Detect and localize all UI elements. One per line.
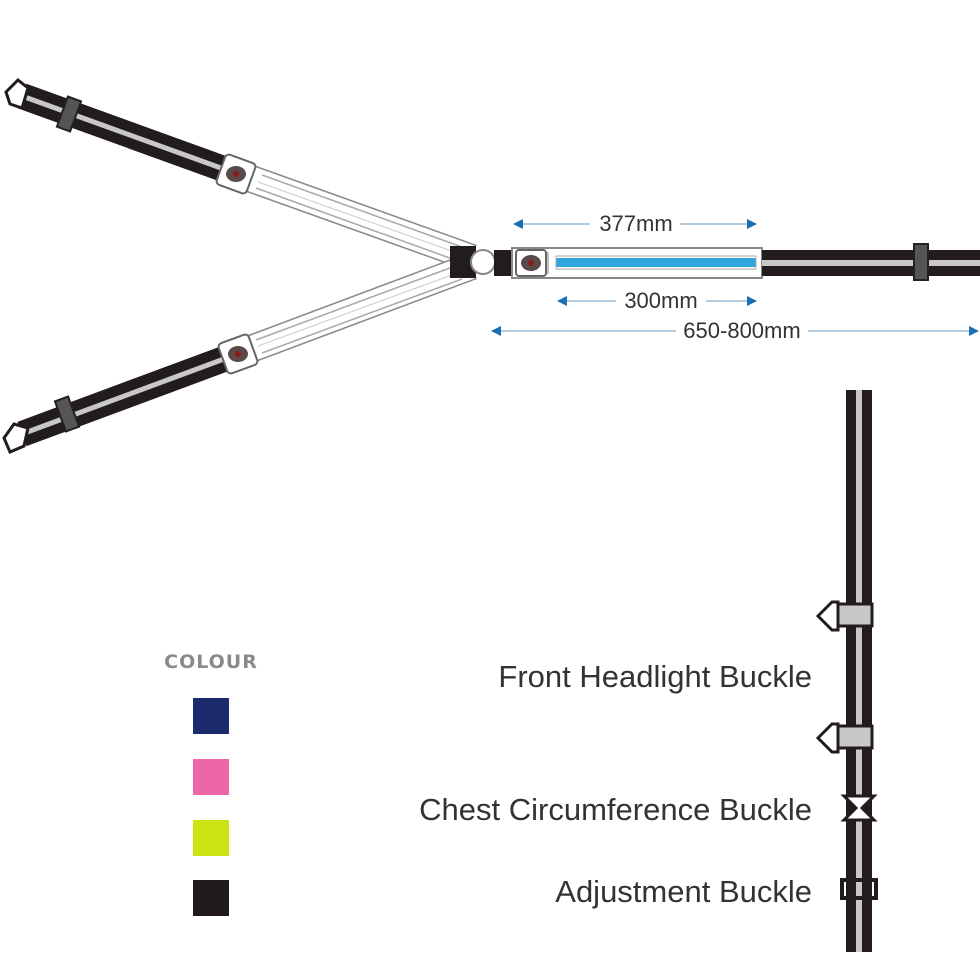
dimension-377-label: 377mm xyxy=(599,211,672,236)
upper-adjustment-slider xyxy=(55,95,83,133)
dimension-total: 650-800mm xyxy=(491,318,979,343)
upper-tip-buckle xyxy=(4,77,30,110)
main-strap xyxy=(494,247,980,279)
adjustment-buckle-label: Adjustment Buckle xyxy=(555,874,812,909)
upper-connector xyxy=(215,153,257,195)
colour-heading: COLOUR xyxy=(164,651,258,673)
dimension-300: 300mm xyxy=(557,288,757,313)
adjustment-buckle xyxy=(840,878,878,900)
colour-swatch-navy xyxy=(193,698,229,734)
colour-swatch-black xyxy=(193,880,229,916)
chest-circumference-buckle-label: Chest Circumference Buckle xyxy=(419,792,812,827)
dimension-total-label: 650-800mm xyxy=(683,318,800,343)
lower-tip-buckle xyxy=(2,422,30,454)
chest-circumference-buckle xyxy=(840,794,878,822)
front-headlight-buckle-upper xyxy=(815,600,874,632)
lower-branch-strap xyxy=(17,252,477,447)
upper-branch-strap xyxy=(17,83,477,272)
front-headlight-buckle-lower xyxy=(815,722,874,754)
main-adjustment-slider xyxy=(913,243,929,281)
main-connector xyxy=(515,249,547,277)
colour-swatch-lime xyxy=(193,820,229,856)
colour-swatch-pink xyxy=(193,759,229,795)
dimension-300-label: 300mm xyxy=(624,288,697,313)
colour-legend: COLOUR xyxy=(164,651,258,916)
front-headlight-buckle-label: Front Headlight Buckle xyxy=(498,659,812,694)
dimension-377: 377mm xyxy=(513,211,757,236)
vertical-strap xyxy=(846,390,872,952)
lower-adjustment-slider xyxy=(53,395,81,433)
junction-ring xyxy=(450,246,496,278)
lower-connector xyxy=(217,333,259,375)
